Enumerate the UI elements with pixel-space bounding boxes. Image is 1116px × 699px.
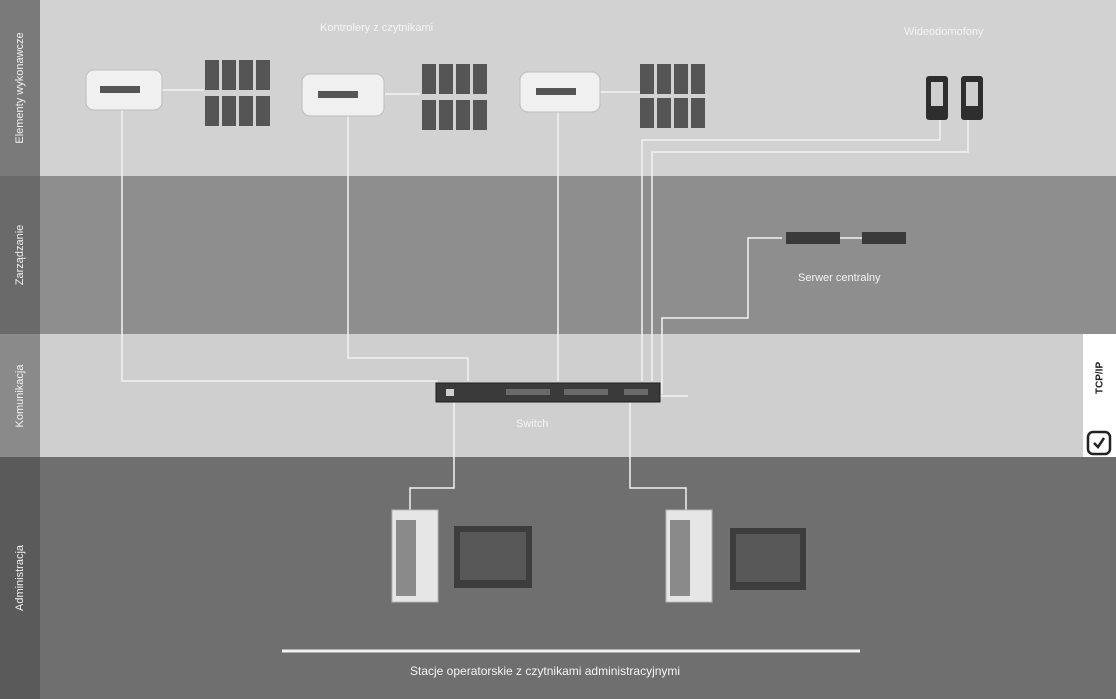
controllers-label: Kontrolery z czytnikami	[320, 22, 434, 34]
server-label: Serwer centralny	[798, 272, 881, 284]
link-video-2	[651, 120, 969, 381]
reader-group-2	[422, 64, 487, 130]
side-label-communication: Komunikacja	[0, 334, 40, 457]
band-administration	[40, 457, 1116, 699]
controller-3	[519, 71, 601, 113]
network-switch	[435, 382, 661, 403]
link-server	[661, 237, 782, 394]
side-label-management: Zarządzanie	[0, 176, 40, 334]
reader-group-3	[640, 64, 705, 128]
link-video-1	[641, 120, 941, 381]
side-label-administration: Administracja	[0, 457, 40, 699]
band-management	[40, 176, 1116, 334]
stations-label: Stacje operatorskie z czytnikami adminis…	[410, 664, 681, 678]
controller-1	[85, 69, 163, 111]
tcpip-logo: TCP/IP	[1083, 334, 1116, 457]
workstation-2	[665, 509, 806, 603]
video-intercoms-label: Wideodomofony	[904, 26, 984, 38]
logo-emblem-icon	[1086, 430, 1112, 456]
side-label-execution: Elementy wykonawcze	[0, 0, 40, 176]
logo-text: TCP/IP	[1094, 361, 1105, 395]
reader-group-1	[205, 60, 270, 126]
connection-lines	[121, 89, 969, 653]
link-station-2	[629, 402, 687, 516]
video-intercom-1	[926, 76, 948, 120]
controller-2	[301, 73, 385, 117]
central-server	[786, 232, 906, 244]
link-station-1	[409, 402, 455, 516]
workstation-1	[391, 509, 532, 603]
video-intercom-2	[961, 76, 983, 120]
link-controller-1	[121, 108, 438, 382]
switch-label: Switch	[516, 418, 549, 430]
link-controller-2	[347, 112, 469, 381]
